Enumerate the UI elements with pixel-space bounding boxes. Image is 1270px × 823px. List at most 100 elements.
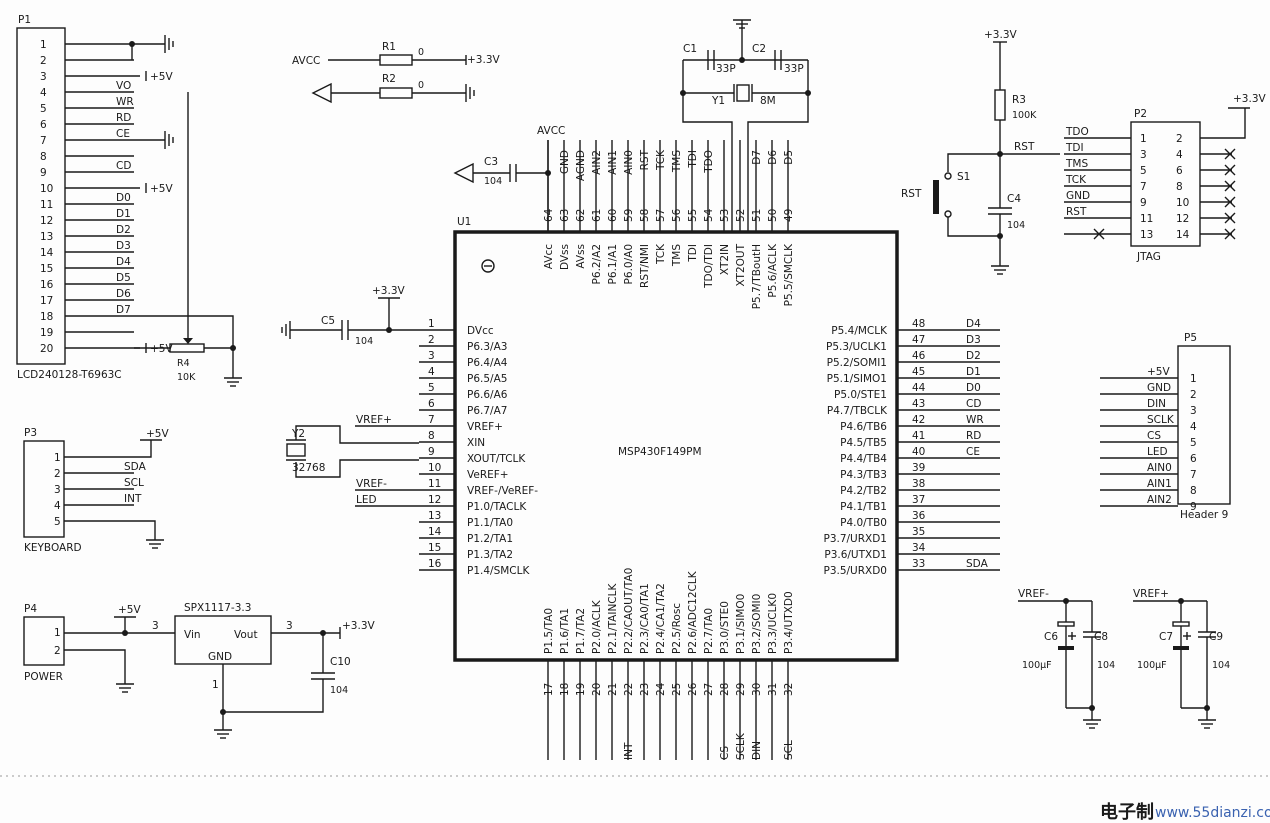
p1-net-label: CD [116,160,131,172]
p4-part-name: POWER [24,671,63,683]
p2-ref: P2 [1134,108,1147,120]
p1-pin-number: 9 [40,167,47,179]
p2-nc-mark [1224,180,1236,192]
p1-net-label: D6 [116,288,131,300]
u1-pin-number: 57 [655,209,667,222]
p1-net-label: CE [116,128,130,140]
p3-net-label: SDA [124,461,147,473]
p1-pin-number: 10 [40,183,53,195]
p5-pin-number: 7 [1190,469,1197,481]
p5-net-label: GND [1147,382,1171,394]
u1-pin-name: P5.3/UCLK1 [826,341,887,353]
p2-net-label: GND [1066,190,1090,202]
p3-pin-number: 3 [54,484,61,496]
u1-pin-name: P6.3/A3 [467,341,507,353]
vref-minus-caps: VREF- C6 C8 100μF 104 [1018,588,1115,729]
u1-pin-number: 21 [607,683,619,696]
p5-net-label: CS [1147,430,1161,442]
regulator-gnd: GND [208,651,232,663]
p3-pin-number: 5 [54,516,61,528]
u1-part-name: MSP430F149PM [618,446,702,458]
regulator-part-name: SPX1117-3.3 [184,602,251,614]
u1-pin-number: 37 [912,494,925,506]
u1-pin-number: 13 [428,510,441,522]
u1-pin-number: 6 [428,398,435,410]
u1-pin-name: P2.6/ADC12CLK [687,570,699,654]
c1-ref: C1 [683,43,697,55]
c5-value: 104 [355,336,373,347]
u1-pin-name: P2.7/TA0 [703,608,715,654]
c7-capacitor [1172,621,1190,627]
avcc-net-label: AVCC [292,55,320,67]
u1-pin-name: P4.4/TB4 [840,453,887,465]
u1-pin-name: P6.6/A6 [467,389,508,401]
s1-ref: S1 [957,171,970,183]
u1-net-label: D1 [966,366,981,378]
c2-ref: C2 [752,43,766,55]
u1-pin-name: P2.2/CAOUT/TA0 [623,568,635,654]
u1-pin-number: 51 [751,209,763,222]
regulator-out-net: +3.3V [342,620,375,632]
p2-pin-number: 10 [1176,197,1189,209]
p1-net-label: D4 [116,256,131,268]
u1-pin-name: P5.1/SIMO1 [827,373,887,385]
u1-pin-name: P2.5/Rosc [671,603,683,654]
p1-pin-number: 4 [40,87,47,99]
u1-pin-name: P6.1/A1 [607,244,619,284]
r4-value: 10K [177,372,196,383]
r3-resistor [994,89,1006,121]
u1-pin-name: P5.6/ACLK [767,243,779,298]
u1-pin-number: 54 [703,208,715,222]
u1-pin-number: 56 [671,208,683,222]
p1-pin-number: 2 [40,55,47,67]
u1-net-label: D4 [966,318,981,330]
p1-net-label: D0 [116,192,131,204]
p4-pin2: 2 [54,645,61,657]
p5-pin-number: 8 [1190,485,1197,497]
p2-net-label: TCK [1065,174,1087,186]
u1-pin-number: 24 [655,682,667,696]
u1-pin-number: 47 [912,334,925,346]
p5-pin-number: 4 [1190,421,1197,433]
u1-net-label: VREF- [356,478,387,490]
u1-pin-number: 49 [783,209,795,222]
u1-pin-number: 34 [912,542,926,554]
p1-net-label: D7 [116,304,131,316]
u1-pin-number: 40 [912,446,925,458]
u1-pin-name: P4.7/TBCLK [827,405,888,417]
u1-pin-number: 35 [912,526,925,538]
r4-resistor [169,343,205,353]
p1-pin-number: 8 [40,151,47,163]
u1-pin-name: P1.7/TA2 [575,608,587,654]
u1-pin-name: AVcc [543,244,555,269]
p1-body [16,27,66,365]
u1-pin-name: P1.6/TA1 [559,608,571,654]
p5-header-connector: P5 Header 9 1+5V2GND3DIN4SCLK5CS6LED7AIN… [1100,332,1231,521]
c5-ref: C5 [321,315,335,327]
c9-value: 104 [1212,660,1230,671]
u1-pin-number: 43 [912,398,925,410]
regulator-vout: Vout [234,629,258,641]
p2-vcc-label: +3.3V [1233,93,1266,105]
p1-pin-number: 5 [40,103,47,115]
u1-pin-name: P3.1/SIMO0 [735,594,747,654]
u1-pin-name: P6.2/A2 [591,244,603,284]
p5-net-label: AIN2 [1147,494,1172,506]
p5-pin-number: 6 [1190,453,1197,465]
u1-pin-number: 20 [591,683,603,696]
p5-pin-number: 9 [1190,501,1197,513]
p5-net-label: AIN1 [1147,478,1172,490]
c5-section: +3.3V C5 104 [281,285,419,347]
u1-pin-name: P6.4/A4 [467,357,508,369]
p2-pin-number: 14 [1176,229,1190,241]
r1-r2-section: AVCC R1 0 +3.3V R2 0 [292,41,500,104]
u1-pin-number: 41 [912,430,925,442]
p2-pin-number: 8 [1176,181,1183,193]
p5-part-name: Header 9 [1180,509,1228,521]
r3-net-label: +3.3V [984,29,1017,41]
u1-pin-number: 2 [428,334,435,346]
u1-net-label: TMS [671,150,683,173]
reg-pin-out: 3 [286,620,293,632]
u1-net-label: TDI [687,150,699,169]
